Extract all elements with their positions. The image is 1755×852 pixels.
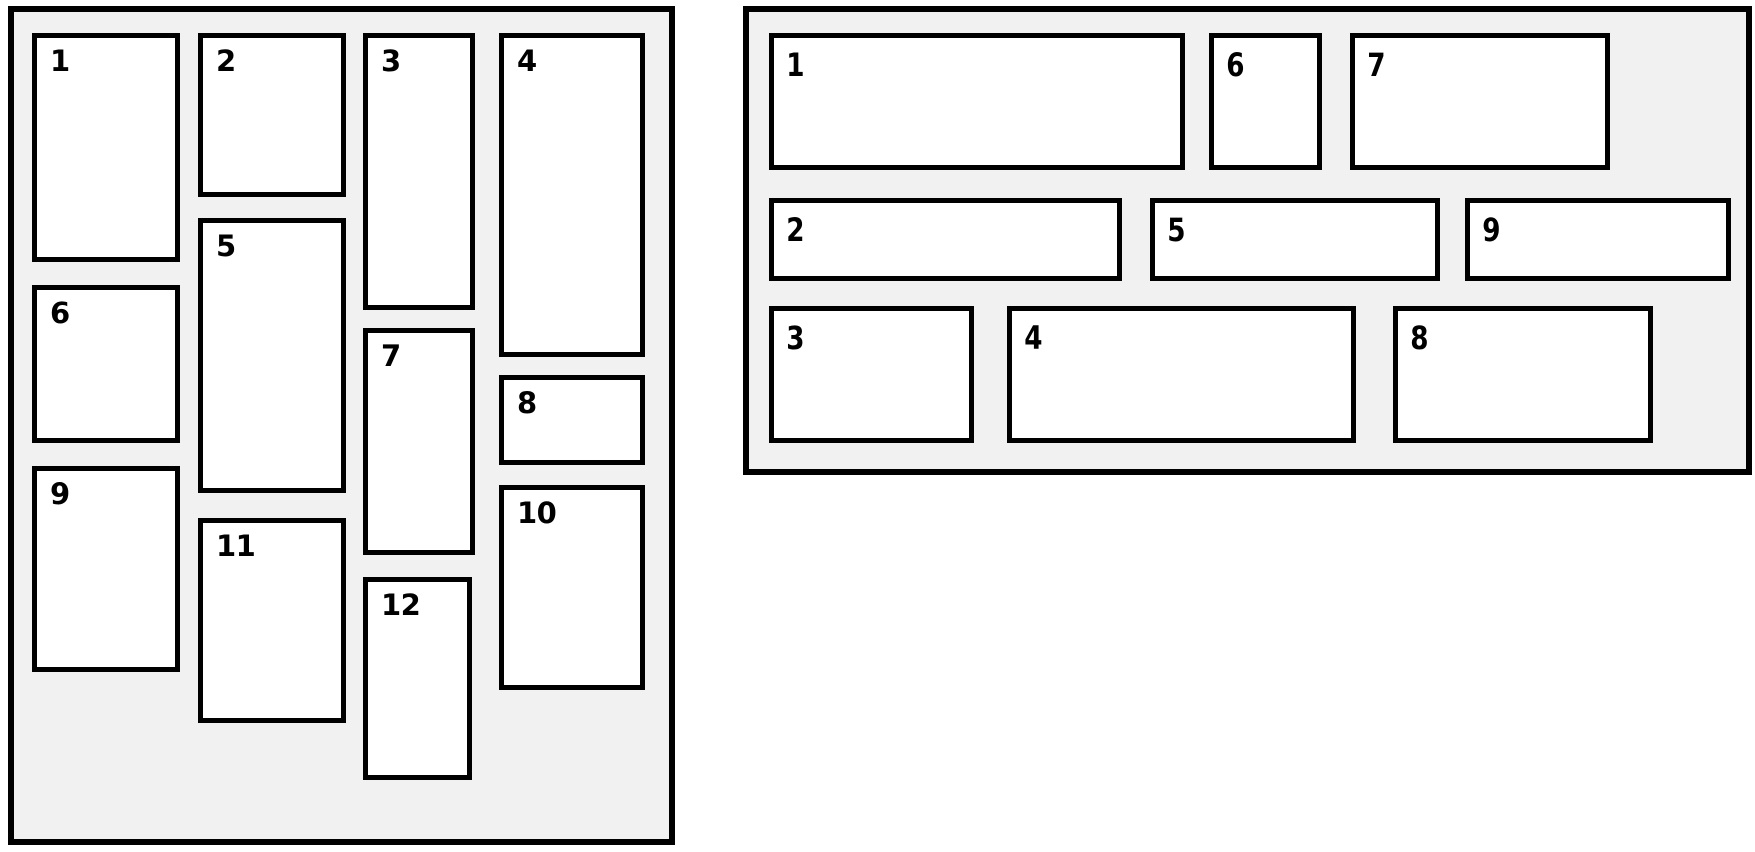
masonry-item-label: 1 — [50, 44, 70, 78]
masonry-item: 1 — [32, 33, 180, 262]
masonry-item: 8 — [499, 375, 645, 465]
masonry-item-label: 4 — [1024, 319, 1043, 357]
masonry-item: 10 — [499, 485, 645, 690]
masonry-item: 12 — [363, 577, 472, 780]
masonry-item-label: 3 — [381, 44, 401, 78]
masonry-item-label: 10 — [517, 496, 557, 530]
masonry-item: 3 — [363, 33, 475, 310]
masonry-item-label: 6 — [1226, 46, 1245, 84]
masonry-item: 11 — [198, 518, 346, 723]
masonry-item-label: 3 — [786, 319, 805, 357]
masonry-item: 5 — [198, 218, 346, 493]
masonry-item: 9 — [1465, 198, 1731, 281]
masonry-item-label: 2 — [216, 44, 236, 78]
masonry-item: 1 — [769, 33, 1185, 170]
masonry-item-label: 8 — [517, 386, 537, 420]
masonry-item-label: 7 — [381, 339, 401, 373]
masonry-item: 7 — [1350, 33, 1610, 170]
masonry-item: 8 — [1393, 306, 1653, 443]
masonry-item-label: 6 — [50, 296, 70, 330]
masonry-item-label: 9 — [1482, 211, 1501, 249]
masonry-item-label: 5 — [1167, 211, 1186, 249]
masonry-item: 3 — [769, 306, 974, 443]
masonry-item: 7 — [363, 328, 475, 555]
masonry-item-label: 12 — [381, 588, 421, 622]
horizontal-masonry-panel: 1 2 3 4 5 6 7 8 9 — [743, 6, 1752, 475]
masonry-item: 5 — [1150, 198, 1440, 281]
masonry-item: 6 — [32, 285, 180, 443]
masonry-item: 4 — [1007, 306, 1356, 443]
masonry-item-label: 11 — [216, 529, 256, 563]
masonry-item: 4 — [499, 33, 645, 357]
masonry-item-label: 1 — [786, 46, 805, 84]
masonry-item-label: 5 — [216, 229, 236, 263]
masonry-item-label: 7 — [1367, 46, 1386, 84]
masonry-item: 9 — [32, 466, 180, 672]
masonry-item: 2 — [198, 33, 346, 197]
masonry-item-label: 9 — [50, 477, 70, 511]
masonry-item: 6 — [1209, 33, 1322, 170]
masonry-item-label: 2 — [786, 211, 805, 249]
masonry-item-label: 8 — [1410, 319, 1429, 357]
masonry-item: 2 — [769, 198, 1122, 281]
masonry-item-label: 4 — [517, 44, 537, 78]
